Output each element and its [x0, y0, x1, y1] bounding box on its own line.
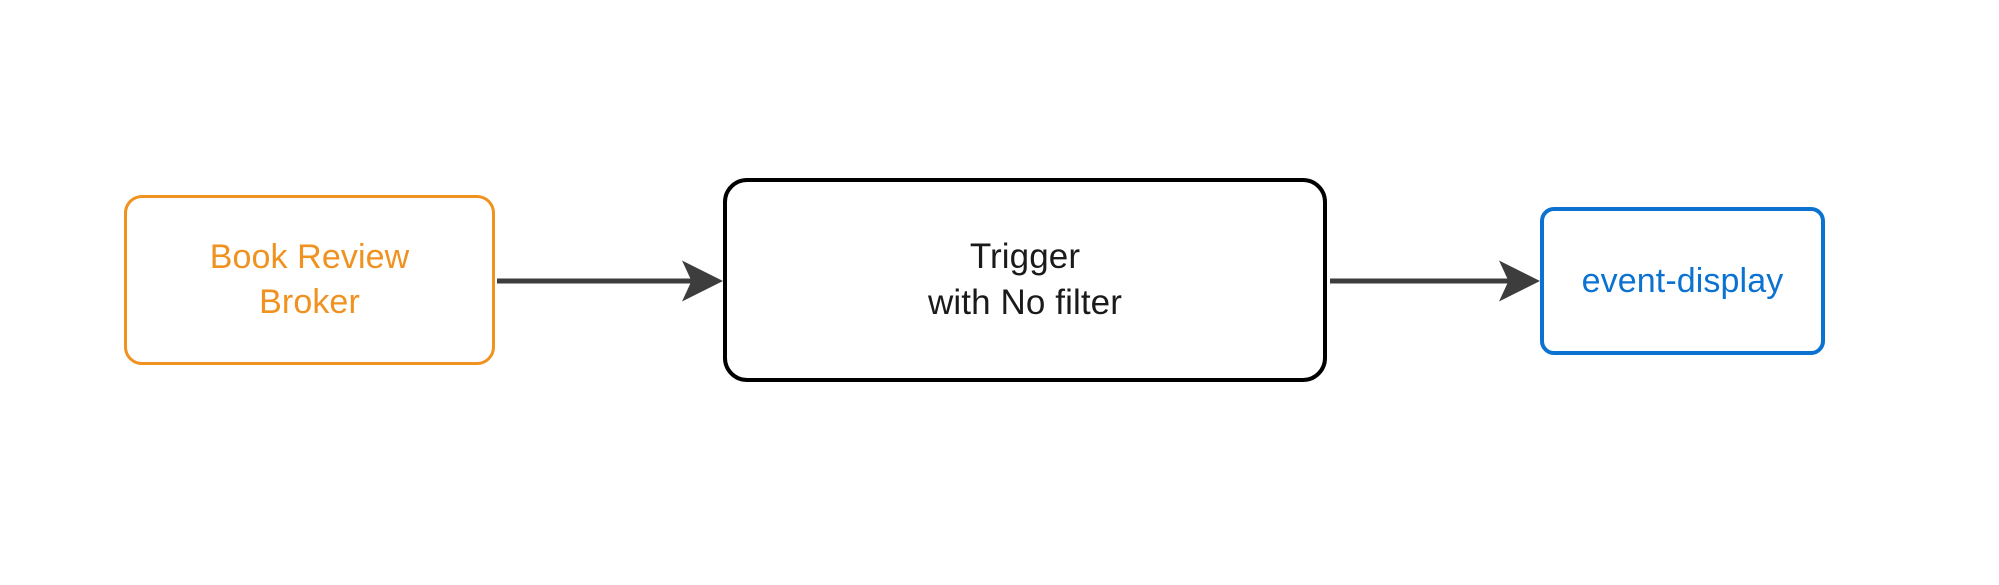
node-broker-label: Book Review Broker	[209, 238, 410, 321]
node-event-display[interactable]: event-display	[1540, 207, 1825, 355]
node-sink-label: event-display	[1581, 261, 1784, 300]
node-trigger[interactable]: Trigger with No filter	[723, 178, 1327, 382]
node-book-review-broker[interactable]: Book Review Broker	[124, 195, 495, 365]
node-trigger-label: Trigger with No filter	[928, 236, 1122, 322]
